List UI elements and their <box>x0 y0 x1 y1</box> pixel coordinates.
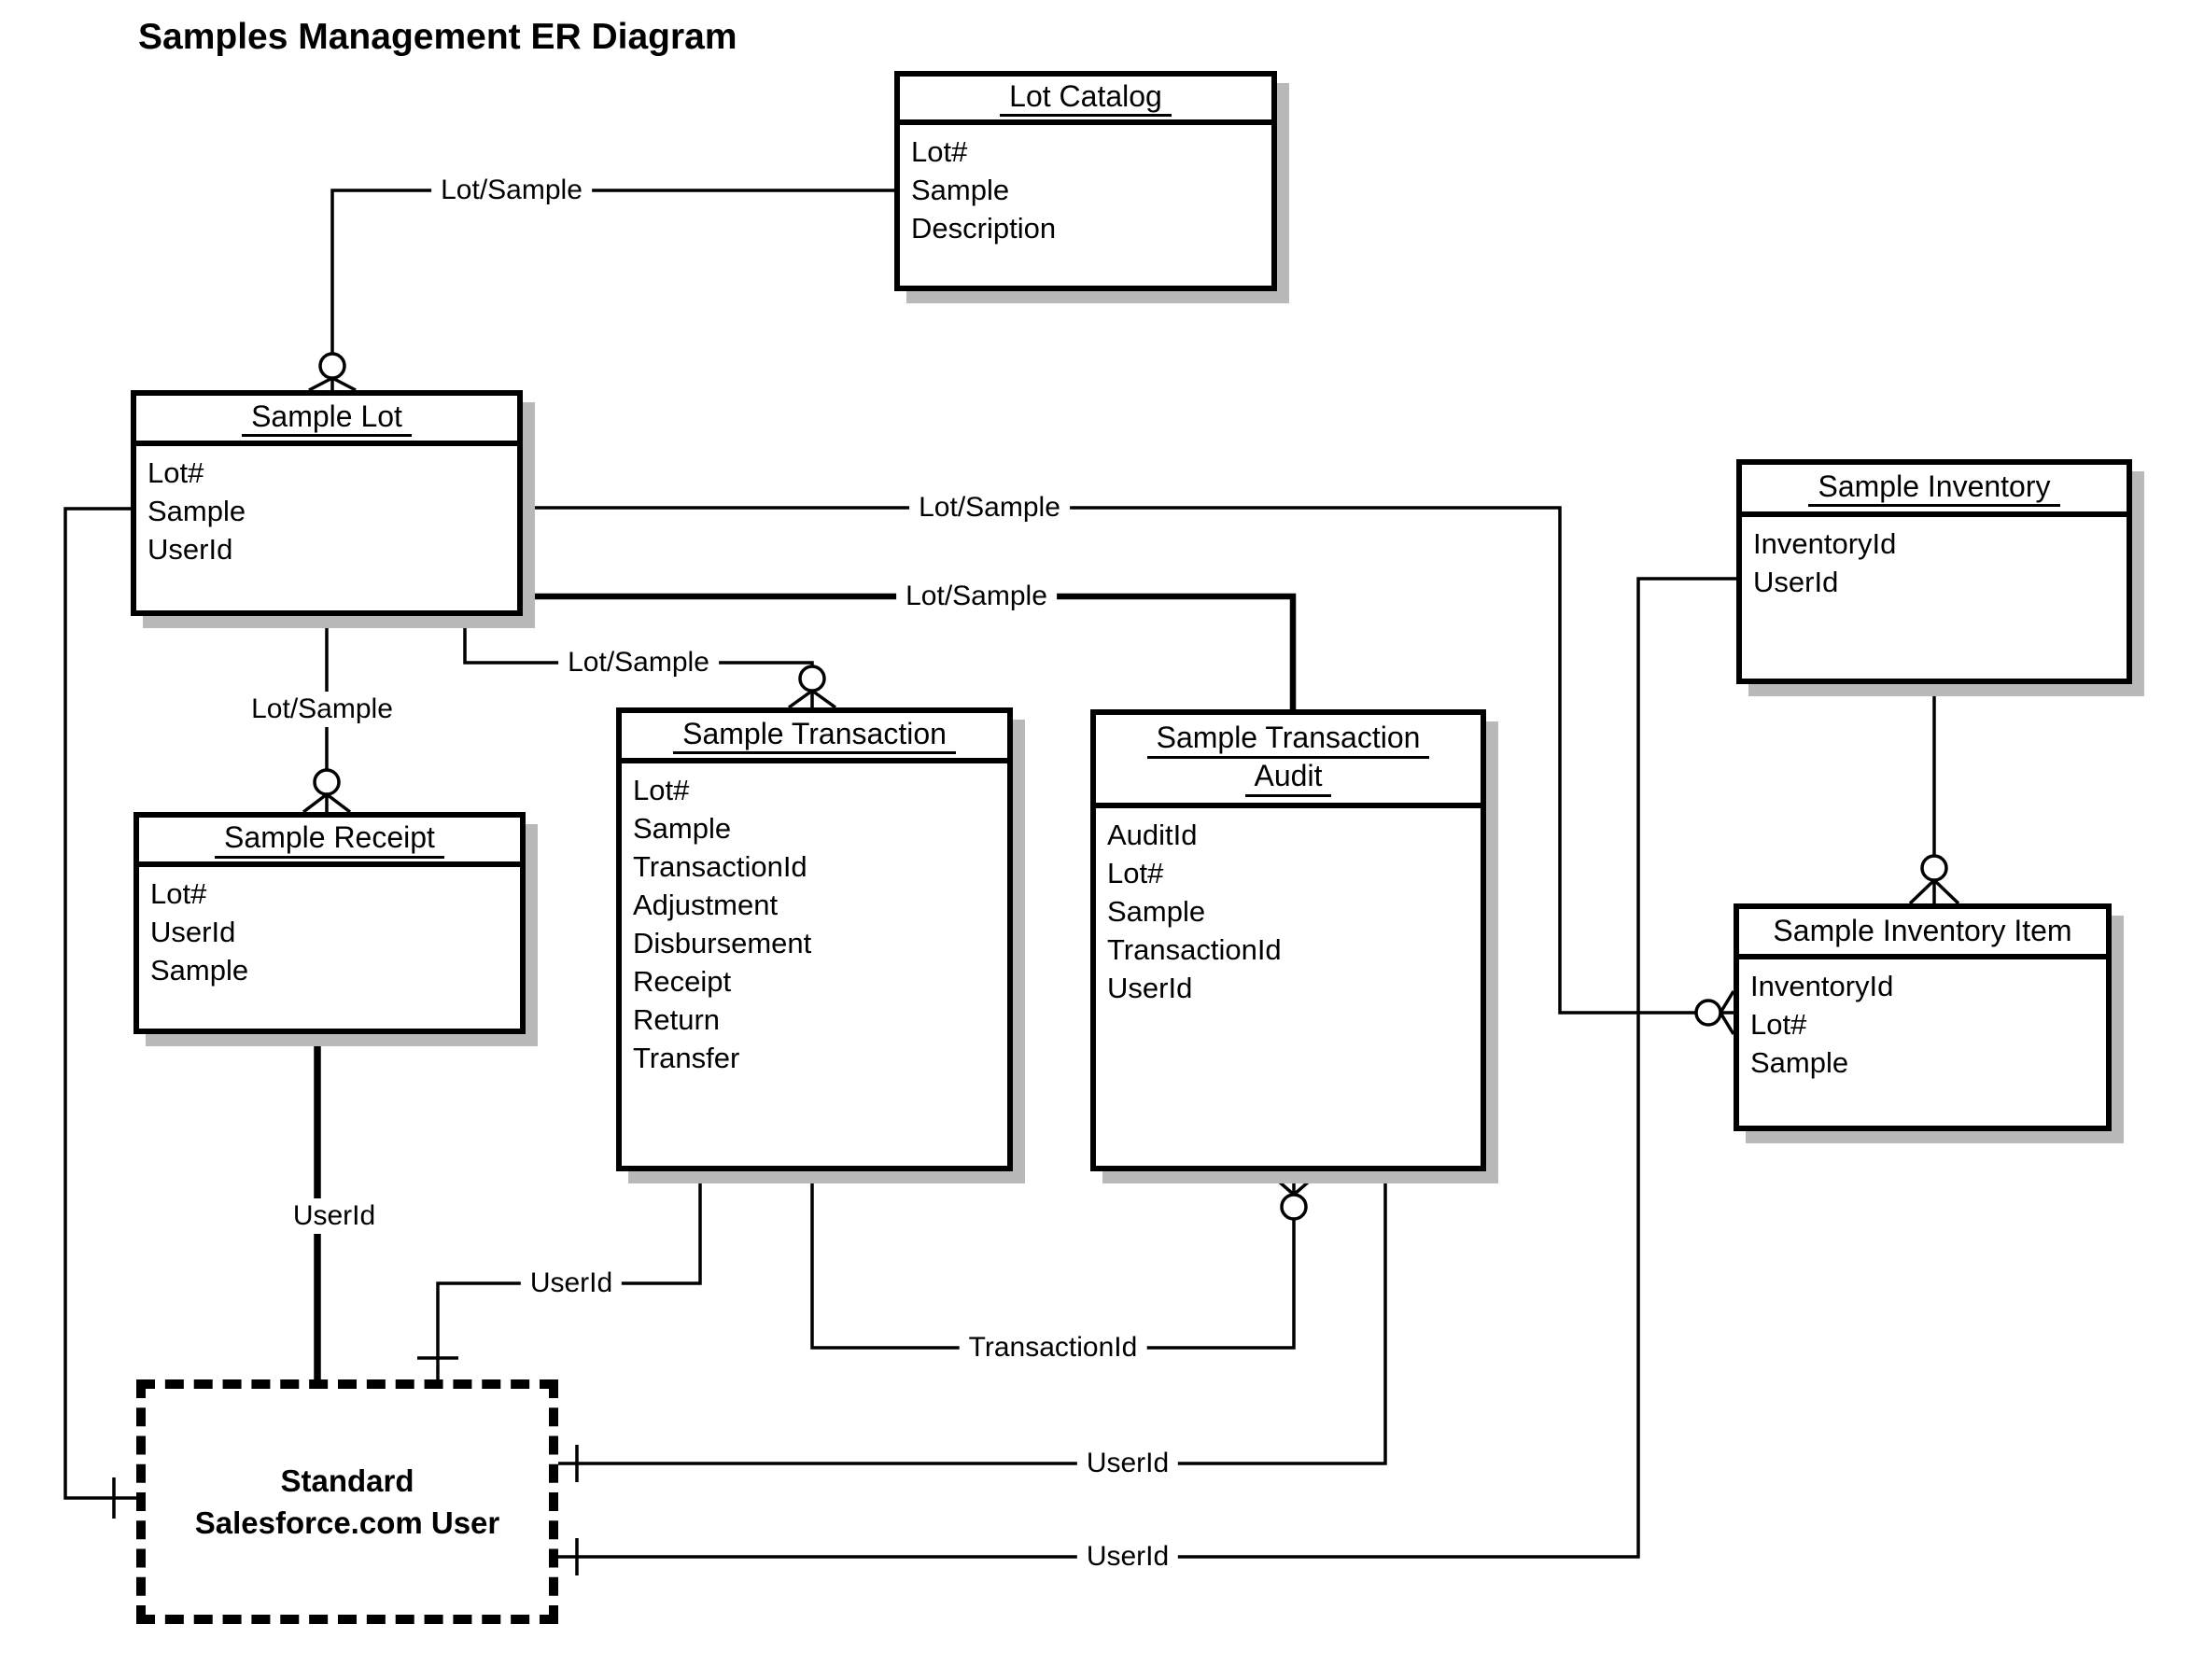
attribute: Return <box>633 1003 721 1036</box>
attribute: Sample <box>147 495 246 527</box>
diagram-title: Samples Management ER Diagram <box>138 17 737 57</box>
label-userid-transaction: UserId <box>520 1266 623 1301</box>
attribute: TransactionId <box>633 850 807 883</box>
label-lot-sample-inventory-item: Lot/Sample <box>909 490 1070 525</box>
standard-user-label-line1: Standard <box>280 1463 414 1498</box>
label-lot-sample-transaction: Lot/Sample <box>558 645 719 680</box>
entity-sample-transaction-header: Sample Transaction <box>622 713 1007 763</box>
attribute: Lot# <box>147 456 204 489</box>
entity-sample-receipt-header: Sample Receipt <box>139 818 520 867</box>
attribute: AuditId <box>1107 819 1198 851</box>
entity-sample-inventory: Sample Inventory InventoryId UserId <box>1736 459 2132 684</box>
label-lot-sample-catalog: Lot/Sample <box>431 173 592 208</box>
entity-sample-lot: Sample Lot Lot# Sample UserId <box>131 390 523 616</box>
attribute: Receipt <box>633 965 732 998</box>
connector-samplelot-lotcatalog <box>308 189 894 392</box>
attribute: Lot# <box>150 877 207 910</box>
attribute: Lot# <box>911 135 968 168</box>
entity-sample-transaction-audit-title-line2: Audit <box>1244 759 1332 797</box>
attribute: UserId <box>150 916 236 948</box>
connector-samplelot-user <box>63 507 136 1519</box>
entity-sample-inventory-item-header: Sample Inventory Item <box>1739 909 2106 959</box>
attribute: UserId <box>147 533 233 566</box>
entity-sample-transaction-audit: Sample Transaction Audit AuditId Lot# Sa… <box>1090 709 1486 1171</box>
entity-sample-lot-header: Sample Lot <box>136 396 517 446</box>
attribute: UserId <box>1107 972 1193 1004</box>
attribute: Sample <box>911 174 1010 206</box>
entity-standard-salesforce-user: Standard Salesforce.com User <box>136 1379 558 1624</box>
label-userid-receipt: UserId <box>283 1198 386 1234</box>
entity-sample-inventory-item: Sample Inventory Item InventoryId Lot# S… <box>1734 903 2112 1131</box>
connector-audit-user <box>558 1171 1387 1482</box>
entity-sample-inventory-header: Sample Inventory <box>1742 465 2127 517</box>
entity-sample-inventory-item-attributes: InventoryId Lot# Sample <box>1739 959 2106 1126</box>
attribute: Sample <box>150 954 249 987</box>
entity-lot-catalog-header: Lot Catalog <box>900 77 1271 125</box>
entity-sample-receipt-title: Sample Receipt <box>215 820 444 859</box>
attribute: Adjustment <box>633 889 779 921</box>
attribute: Lot# <box>1107 857 1164 889</box>
label-lot-sample-receipt: Lot/Sample <box>242 692 402 727</box>
entity-sample-transaction-audit-title-line1: Sample Transaction <box>1146 721 1430 759</box>
label-userid-audit: UserId <box>1076 1446 1179 1481</box>
entity-sample-transaction-attributes: Lot# Sample TransactionId Adjustment Dis… <box>622 763 1007 1166</box>
attribute: Transfer <box>633 1042 740 1074</box>
entity-sample-lot-attributes: Lot# Sample UserId <box>136 446 517 610</box>
attribute: UserId <box>1753 566 1839 598</box>
entity-lot-catalog: Lot Catalog Lot# Sample Description <box>894 71 1277 291</box>
entity-sample-transaction: Sample Transaction Lot# Sample Transacti… <box>616 707 1013 1171</box>
attribute: Disbursement <box>633 927 812 959</box>
entity-sample-lot-title: Sample Lot <box>242 399 412 438</box>
entity-lot-catalog-attributes: Lot# Sample Description <box>900 125 1271 286</box>
entity-sample-receipt-attributes: Lot# UserId Sample <box>139 867 520 1029</box>
entity-sample-receipt: Sample Receipt Lot# UserId Sample <box>133 812 526 1034</box>
connector-inventory-inventoryitem <box>1908 684 1960 905</box>
attribute: TransactionId <box>1107 933 1282 966</box>
entity-sample-transaction-audit-header: Sample Transaction Audit <box>1096 715 1481 808</box>
connector-samplelot-audit <box>523 593 1297 709</box>
entity-sample-inventory-title: Sample Inventory <box>1808 469 2060 508</box>
attribute: Sample <box>1750 1046 1849 1079</box>
label-transactionid: TransactionId <box>959 1330 1147 1365</box>
attribute: InventoryId <box>1750 970 1894 1002</box>
entity-sample-inventory-attributes: InventoryId UserId <box>1742 517 2127 679</box>
attribute: InventoryId <box>1753 527 1897 560</box>
attribute: Sample <box>633 812 732 845</box>
standard-user-label-line2: Salesforce.com User <box>194 1505 500 1540</box>
entity-sample-transaction-title: Sample Transaction <box>673 717 956 755</box>
entity-lot-catalog-title: Lot Catalog <box>1000 79 1172 118</box>
attribute: Lot# <box>633 774 690 806</box>
attribute: Sample <box>1107 895 1206 928</box>
entity-sample-inventory-item-title: Sample Inventory Item <box>1773 914 2072 948</box>
attribute: Description <box>911 212 1057 245</box>
connector-transaction-audit <box>810 1171 1319 1350</box>
label-userid-inventory: UserId <box>1076 1539 1179 1575</box>
entity-sample-transaction-audit-attributes: AuditId Lot# Sample TransactionId UserId <box>1096 808 1481 1166</box>
attribute: Lot# <box>1750 1008 1807 1041</box>
label-lot-sample-audit: Lot/Sample <box>896 579 1057 614</box>
